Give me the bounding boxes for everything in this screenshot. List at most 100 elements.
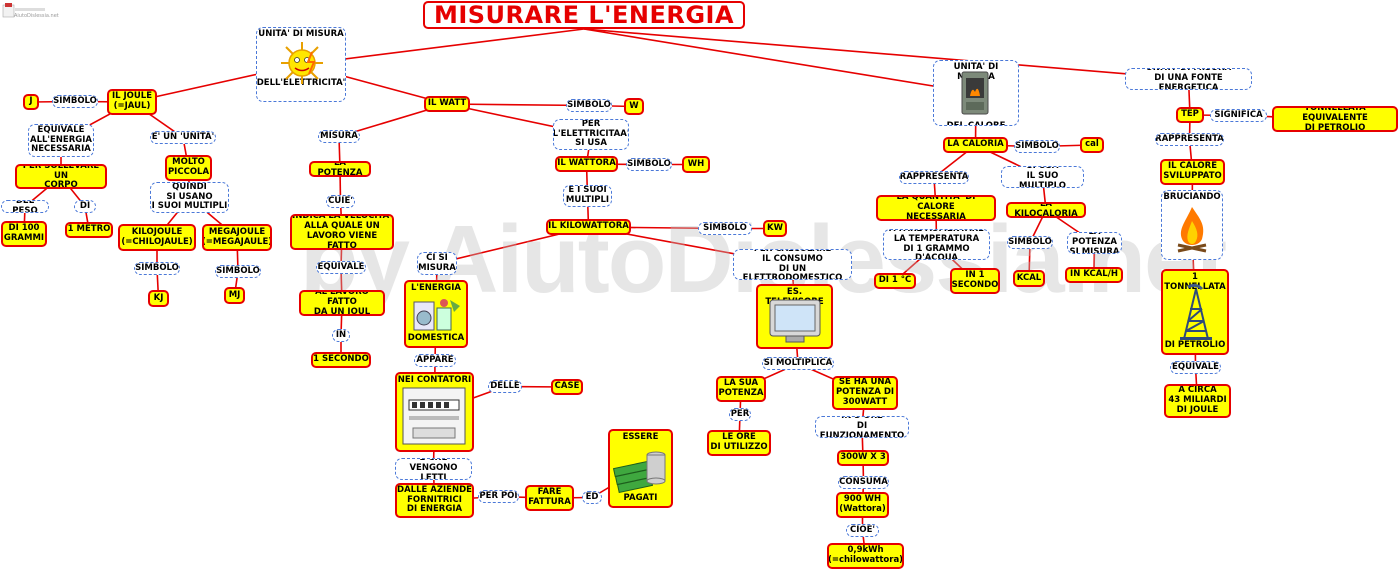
node-essere-pagati-top: ESSERE: [622, 432, 659, 442]
stove-icon: [961, 71, 989, 115]
electric-meter-icon: [402, 387, 466, 445]
node-in-1-secondo: IN 1 SECONDO: [950, 268, 1000, 294]
node-wh: WH: [682, 156, 710, 173]
link-equivale-tep: EQUIVALE: [1170, 361, 1221, 374]
node-miliardi: A CIRCA 43 MILIARDI DI JOULE: [1164, 384, 1231, 418]
link-simbolo-kj: SIMBOLO: [134, 262, 180, 275]
link-del-peso: DEL PESO: [1, 200, 49, 213]
link-quindi: QUINDI SI USANO I SUOI MULTIPLI: [150, 182, 229, 213]
link-appare: APPARE: [414, 354, 456, 367]
node-fare-fattura: FARE FATTURA: [525, 485, 574, 511]
node-tonnellata-eq: TONNELLATA EQUIVALENTE DI PETROLIO: [1272, 106, 1398, 132]
node-se-ha: SE HA UNA POTENZA DI 300WATT: [832, 376, 898, 410]
logo-icon: [2, 3, 45, 18]
link-si-usa-multiplo: SI USA IL SUO MULTIPLO: [1001, 166, 1084, 188]
appliances-icon: [413, 299, 460, 331]
link-cuie: CUIE': [326, 195, 355, 208]
link-simbolo-mj: SIMBOLO: [215, 265, 261, 278]
node-un-metro: 1 METRO: [65, 222, 113, 238]
fire-icon: [1177, 207, 1207, 253]
node-kilocaloria: LA KILOCALORIA: [1006, 202, 1086, 218]
node-j: J: [23, 94, 39, 110]
node-sua-potenza: LA SUA POTENZA: [716, 376, 766, 402]
node-kw: KW: [763, 220, 787, 237]
node-caloria: LA CALORIA: [943, 137, 1008, 153]
node-joule: IL JOULE (=JAUL): [107, 89, 157, 115]
link-di: DI: [74, 200, 96, 213]
link-consuma: CONSUMA: [838, 476, 889, 489]
node-kilojoule: KILOJOULE (=CHILOJAULE): [118, 224, 196, 251]
connector-line: [446, 103, 590, 107]
node-energia-domestica-top: L'ENERGIA: [410, 283, 461, 293]
link-vengono-letti: E CHE VENGONO LETTI: [395, 458, 472, 480]
link-per-elettricita: PER L'ELETTRICITAA' SI USA: [553, 119, 629, 150]
link-cioe: CIOE': [846, 524, 879, 537]
link-delle: DELLE: [488, 380, 522, 393]
link-rappresenta-tep: RAPPRESENTA: [1155, 133, 1224, 146]
node-fonte: UNITA' DI MISURA DI UNA FONTE ENERGETICA: [1125, 68, 1252, 90]
node-ore-utilizzo: LE ORE DI UTILIZZO: [707, 430, 771, 456]
link-in: IN: [332, 329, 350, 342]
node-contatori-label: NEI CONTATORI: [397, 375, 472, 385]
connector-line: [583, 28, 1189, 80]
link-ci-si-misura: CI SI MISURA: [417, 252, 457, 275]
node-kcal: KCAL: [1013, 270, 1045, 287]
link-si-moltiplica: SI MOLTIPLICA: [762, 357, 834, 370]
node-calc: 300W X 3: [837, 450, 889, 466]
node-mj: MJ: [224, 287, 245, 304]
link-simbolo-w: SIMBOLO: [566, 99, 612, 112]
node-indica: INDICA LA VELOCITA' ALLA QUALE UN LAVORO…: [290, 214, 394, 250]
logo-text: AiutoDislessia.net: [14, 13, 59, 19]
node-molto-piccola: MOLTO PICCOLA: [165, 155, 212, 181]
node-kilowattora: IL KILOWATTORA: [546, 219, 631, 235]
site-logo: [2, 2, 48, 19]
money-stack-icon: [612, 451, 666, 493]
node-un-secondo: 1 SECONDO: [311, 352, 371, 368]
link-in-3-ore: IN 3 ORE DI FUNZIONAMENTO: [815, 416, 909, 438]
link-e-un-unita: E' UN 'UNITA': [150, 131, 216, 144]
node-la-potenza: LA POTENZA: [309, 161, 371, 177]
link-equivale-w: EQUIVALE: [316, 261, 366, 274]
node-w: W: [624, 98, 644, 115]
node-calore-sviluppato: IL CALORE SVILUPPATO: [1160, 159, 1225, 185]
link-simbolo-j: SIMBOLO: [52, 95, 98, 108]
node-900wh: 900 WH (Wattora): [836, 492, 889, 518]
link-equivale-all: EQUIVALE ALL'ENERGIA NECESSARIA: [28, 124, 94, 157]
node-bruciando-label: BRUCIANDO: [1163, 192, 1221, 202]
node-tonnellata-bottom: DI PETROLIO: [1164, 340, 1226, 351]
link-per: PER: [729, 408, 751, 421]
link-simbolo-cal: SIMBOLO: [1014, 140, 1060, 153]
link-fare-aumentare: A FARE AUMENTARE LA TEMPERATURA DI 1 GRA…: [883, 229, 990, 260]
node-quantita: LA QUANTITA' DI CALORE NECESSARIA: [876, 195, 996, 221]
link-simbolo-kw: SIMBOLO: [698, 222, 752, 235]
link-rappresenta: RAPPRESENTA: [899, 171, 969, 184]
lightning-sun-icon: [281, 42, 323, 84]
link-misura: MISURA: [318, 130, 360, 143]
node-di-100: DI 100 GRAMMI: [1, 221, 47, 247]
node-watt: IL WATT: [424, 96, 470, 112]
node-kcal-h: IN KCAL/H: [1065, 267, 1123, 283]
connector-line: [583, 28, 977, 94]
node-aziende: DALLE AZIENDE FORNITRICI DI ENERGIA: [395, 483, 474, 518]
link-simbolo-wh: SIMBOLO: [626, 158, 672, 171]
link-per-calcolare: PER CALCOLARE IL CONSUMO DI UN ELETTRODO…: [733, 249, 852, 280]
node-energia-domestica-bottom: DOMESTICA: [407, 333, 465, 344]
link-suoi-multipli: E I SUOI MULTIPLI: [563, 185, 612, 207]
node-al-lavoro: AL LAVORO FATTO DA UN JOUL: [299, 290, 385, 316]
node-wattora: IL WATTORA: [555, 156, 618, 172]
television-icon: [769, 299, 821, 343]
node-di-1c: DI 1 °C: [874, 273, 916, 289]
node-cal: cal: [1080, 137, 1104, 153]
link-significa: SIGNIFICA: [1210, 109, 1267, 122]
node-megajoule: MEGAJOULE (=MEGAJAULE): [202, 224, 272, 251]
link-potenza-misura: LA POTENZA SI MISURA: [1067, 232, 1122, 254]
node-essere-pagati-bottom: PAGATI: [623, 493, 658, 504]
oil-rig-icon: [1180, 283, 1212, 340]
link-per-poi: PER POI: [478, 490, 519, 503]
link-simbolo-kcal: SIMBOLO: [1007, 236, 1053, 249]
link-ed: ED: [582, 491, 602, 504]
map-title: MISURARE L'ENERGIA: [423, 1, 745, 29]
node-case: CASE: [551, 379, 583, 395]
node-kj: KJ: [148, 290, 169, 307]
node-tep: TEP: [1176, 107, 1204, 123]
